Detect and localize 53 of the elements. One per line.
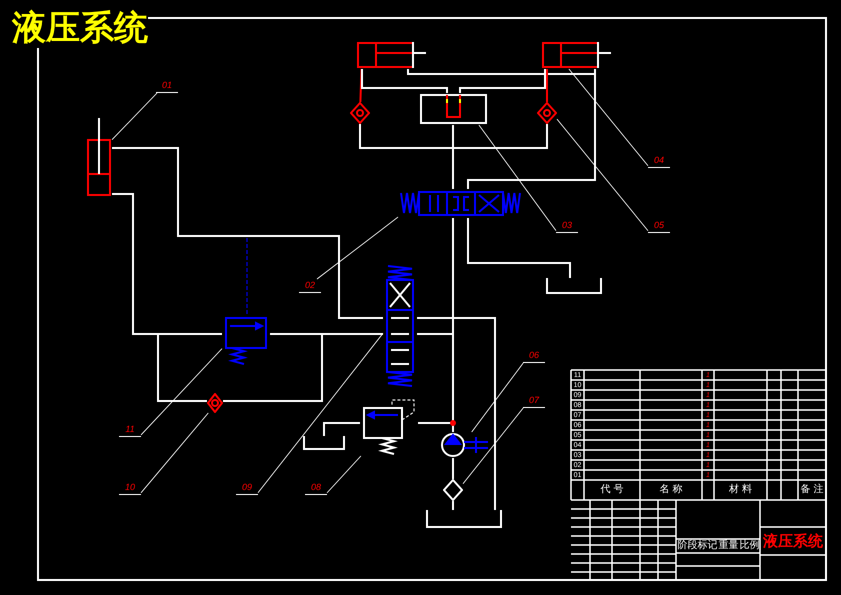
hydraulic-line (359, 68, 363, 102)
relief-valve (222, 314, 270, 366)
leader-line (326, 456, 362, 494)
callout-number: 02 (299, 279, 321, 293)
pump-symbol (440, 432, 490, 458)
title-block-text: 重量 (719, 541, 738, 551)
leader-line (556, 118, 648, 232)
hydraulic-line (467, 218, 571, 278)
title-block-text: 阶段标记 (678, 541, 717, 551)
directional-valve (383, 264, 417, 388)
callout-number: 06 (523, 349, 545, 363)
hydraulic-line (112, 147, 383, 319)
tank-symbol (426, 510, 502, 528)
leader-line (462, 408, 524, 484)
hydraulic-line (361, 69, 448, 93)
callout-number: 07 (523, 394, 545, 408)
leader-line (112, 92, 158, 140)
callout-number: 11 (119, 423, 141, 437)
callout-number: 08 (305, 481, 327, 495)
leader-line (568, 68, 648, 166)
leader-line (140, 348, 222, 436)
check-valve (350, 102, 370, 124)
leader-line (140, 412, 209, 494)
hydraulic-cylinder (86, 118, 112, 198)
leader-line (258, 332, 384, 494)
hydraulic-line (417, 317, 496, 510)
hydraulic-line (223, 333, 383, 402)
hydraulic-line (459, 69, 546, 93)
callout-number: 05 (648, 219, 670, 233)
callout-number: 01 (156, 79, 178, 93)
drawing-title: 液压系统 (12, 8, 148, 48)
hydraulic-line (323, 422, 360, 436)
shuttle-valve (419, 93, 488, 125)
hydraulic-line (546, 69, 548, 102)
callout-number: 04 (648, 154, 670, 168)
hydraulic-line (467, 69, 596, 189)
leader-line (316, 216, 398, 280)
hydraulic-line (452, 501, 454, 510)
directional-valve (398, 189, 522, 218)
callout-number: 09 (236, 481, 258, 495)
check-valve (207, 393, 223, 413)
hydraulic-line (452, 458, 454, 479)
title-block-text: 比例 (740, 541, 759, 551)
filter-symbol (443, 479, 463, 501)
tank-symbol (303, 436, 345, 450)
callout-number: 03 (556, 219, 578, 233)
callout-number: 10 (119, 481, 141, 495)
hydraulic-cylinder (356, 41, 428, 69)
leader-line (471, 362, 524, 432)
tank-symbol (546, 278, 602, 294)
check-valve (537, 102, 557, 124)
hydraulic-line (112, 193, 207, 402)
leader-line (478, 124, 556, 232)
